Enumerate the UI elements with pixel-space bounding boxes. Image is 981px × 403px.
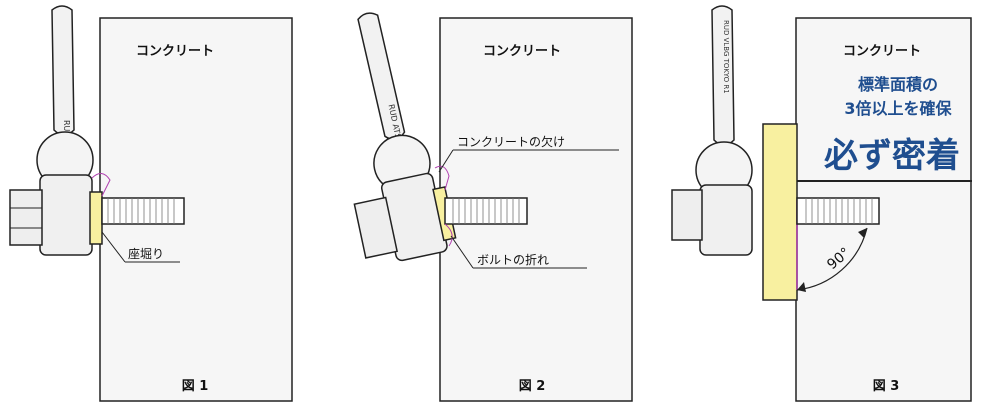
figure-3-svg: コンクリート 標準面積の 3倍以上を確保 必ず密着 RUD VLBG TOKYO… (671, 5, 972, 402)
figure-caption: 図 1 (182, 379, 209, 394)
nut (353, 196, 399, 259)
chip-highlight (434, 165, 450, 191)
angle-arrowhead-start (797, 282, 806, 292)
wall-label: コンクリート (136, 44, 214, 59)
swivel-body (699, 184, 753, 256)
annotation-bolt-break: ボルトの折れ (477, 252, 549, 267)
angle-arc (796, 227, 868, 291)
large-washer (762, 123, 798, 301)
bolt-thread (107, 198, 175, 224)
tilted-assembly: RUD ATSUD (353, 12, 457, 262)
bolt (101, 197, 185, 225)
angle-arrowhead (858, 228, 867, 238)
bolt (796, 197, 880, 225)
handle-engraving: RUD VLBG TOKYO R1 (722, 20, 730, 94)
counterbore-highlight (91, 173, 111, 197)
washer (89, 191, 103, 245)
callout-line-2: 3倍以上を確保 (844, 99, 952, 118)
annotation-counterbore: 座堀り (128, 246, 164, 261)
figure-2-svg: コンクリート RUD ATSUD (353, 12, 633, 402)
break-highlight (444, 223, 453, 247)
figure-1: コンクリート RUD ATSUD (0, 0, 327, 403)
annotation-leader-top (438, 149, 454, 173)
swivel-body (39, 174, 93, 256)
lifting-handle (51, 5, 75, 136)
annotation-leader-bottom (450, 235, 474, 269)
figure-caption: 図 2 (519, 379, 546, 394)
figure-3: コンクリート 標準面積の 3倍以上を確保 必ず密着 RUD VLBG TOKYO… (654, 0, 981, 403)
figure-caption: 図 3 (873, 379, 900, 394)
nut (671, 189, 703, 241)
wall-label: コンクリート (843, 44, 921, 59)
nut (9, 189, 43, 246)
figure-2: コンクリート RUD ATSUD (327, 0, 654, 403)
bolt-thread (452, 198, 520, 224)
figure-1-svg: コンクリート RUD ATSUD (9, 5, 293, 402)
annotation-concrete-chip: コンクリートの欠け (457, 134, 565, 149)
bolt (444, 197, 528, 225)
callout-line-1: 標準面積の (858, 75, 938, 94)
annotation-leader (101, 231, 126, 263)
wall-label: コンクリート (483, 44, 561, 59)
bolt-thread (805, 198, 873, 224)
callout-emphasis: 必ず密着 (824, 136, 960, 176)
